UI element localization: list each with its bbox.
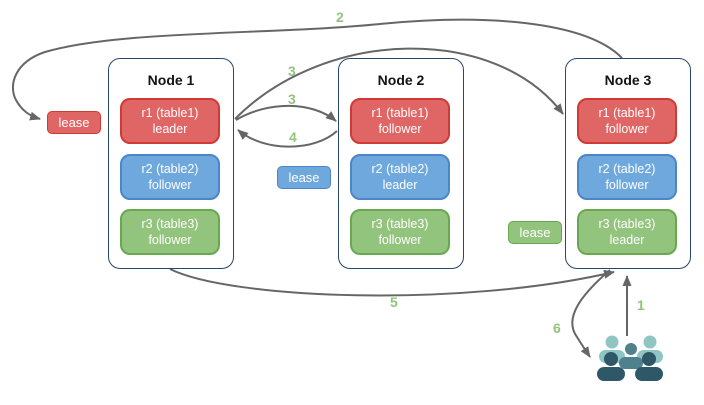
step-label-2: 2 <box>336 9 344 25</box>
replica-role: follower <box>378 233 422 247</box>
replica-node3-r1: r1 (table1) follower <box>577 98 677 144</box>
replica-name: r1 (table1) <box>598 105 656 120</box>
replica-name: r2 (table2) <box>371 161 429 176</box>
replica-name: r3 (table3) <box>598 216 656 231</box>
replica-role: follower <box>148 233 192 247</box>
replica-name: r1 (table1) <box>371 105 429 120</box>
replica-name: r2 (table2) <box>141 161 199 176</box>
replica-node1-r1: r1 (table1) leader <box>120 98 220 144</box>
arrow-step-2 <box>11 18 623 121</box>
replica-role: leader <box>152 122 188 136</box>
replica-role: follower <box>605 178 649 192</box>
node-2-box: Node 2 r1 (table1) follower r2 (table2) … <box>338 58 464 269</box>
step-label-5: 5 <box>390 294 398 310</box>
arrow-step-6-reply <box>571 269 611 358</box>
replica-name: r1 (table1) <box>141 105 199 120</box>
step-label-1: 1 <box>637 297 645 313</box>
replica-node2-r1: r1 (table1) follower <box>350 98 450 144</box>
replica-node2-r2: r2 (table2) leader <box>350 154 450 200</box>
step-label-3b: 3 <box>288 91 296 107</box>
replica-role: leader <box>609 233 645 247</box>
step-label-4: 4 <box>289 129 297 145</box>
replica-node1-r2: r2 (table2) follower <box>120 154 220 200</box>
replica-node2-r3: r3 (table3) follower <box>350 209 450 255</box>
node-3-box: Node 3 r1 (table1) follower r2 (table2) … <box>565 58 691 269</box>
replica-name: r2 (table2) <box>598 161 656 176</box>
node-3-title: Node 3 <box>604 72 652 88</box>
replica-node1-r3: r3 (table3) follower <box>120 209 220 255</box>
replica-node3-r2: r2 (table2) follower <box>577 154 677 200</box>
users-icon <box>597 335 663 381</box>
arrow-step-4-ack <box>237 129 338 148</box>
node-1-box: Node 1 r1 (table1) leader r2 (table2) fo… <box>108 58 234 269</box>
replica-node3-r3: r3 (table3) leader <box>577 209 677 255</box>
node-1-title: Node 1 <box>147 72 195 88</box>
lease-badge-green: lease <box>508 221 562 244</box>
replica-role: follower <box>605 122 649 136</box>
replica-name: r3 (table3) <box>141 216 199 231</box>
lease-badge-red: lease <box>47 111 101 134</box>
step-label-3a: 3 <box>288 63 296 79</box>
replica-name: r3 (table3) <box>371 216 429 231</box>
arrow-step-5-response <box>169 268 615 297</box>
arrow-step-3-to-node2 <box>235 104 337 122</box>
lease-badge-blue: lease <box>277 166 331 189</box>
replica-role: follower <box>378 122 422 136</box>
replica-role: follower <box>148 178 192 192</box>
step-label-6: 6 <box>553 320 561 336</box>
replica-role: leader <box>382 178 418 192</box>
node-2-title: Node 2 <box>377 72 425 88</box>
